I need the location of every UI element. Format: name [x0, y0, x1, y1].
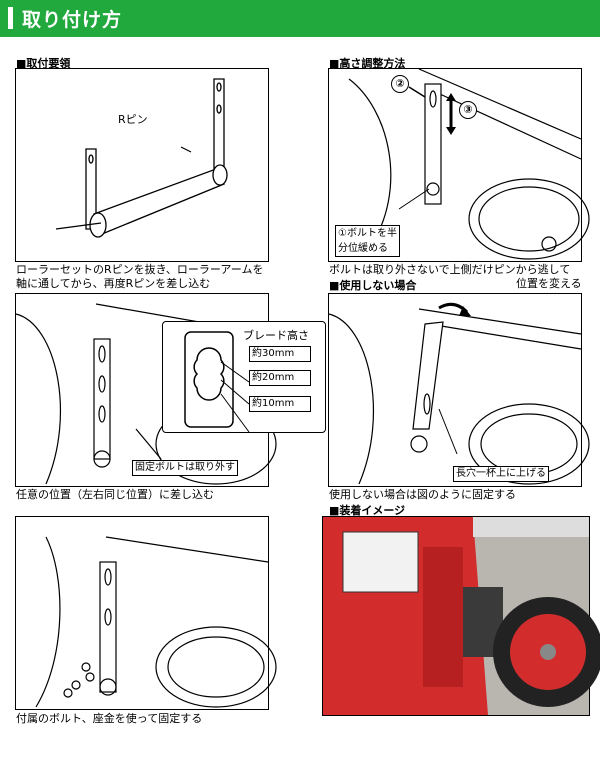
remove-bolt-callout: 固定ボルトは取り外す	[132, 460, 238, 476]
unused-caption: 使用しない場合は図のように固定する	[329, 488, 516, 501]
step-3-marker: ③	[459, 101, 477, 119]
height-caption-2: 位置を変える	[516, 277, 582, 290]
section-unused-heading: ■使用しない場合	[329, 279, 417, 292]
step-2-marker: ②	[391, 75, 409, 93]
section-mounting-heading: ■取付要領	[16, 57, 71, 70]
mounting-caption-1: ローラーセットのRピンを抜き、ローラーアームを	[16, 263, 264, 276]
height-20mm-label: 約20mm	[249, 370, 311, 386]
page-title: 取り付け方	[22, 9, 123, 31]
figure-mounting: Rピン	[15, 68, 269, 262]
header-accent	[8, 7, 13, 29]
section-image-heading: ■装着イメージ	[329, 504, 406, 517]
header-bar: 取り付け方	[0, 0, 600, 37]
position-caption: 任意の位置（左右同じ位置）に差し込む	[16, 488, 214, 501]
blade-height-inset: ブレード高さ 約30mm 約20mm 約10mm	[162, 321, 326, 433]
height-caption-1: ボルトは取り外さないで上側だけピンから逃して	[329, 263, 571, 276]
roller-arm-diagram	[55, 78, 228, 238]
figure-height-adjust: ② ③ ①ボルトを半 分位緩める	[328, 68, 590, 262]
loosen-bolt-line2: 分位緩める	[338, 243, 388, 254]
mounting-caption-2: 軸に通してから、再度Rピンを差し込む	[16, 277, 211, 290]
loosen-bolt-line1: ①ボルトを半	[338, 228, 397, 239]
loosen-bolt-callout: ①ボルトを半 分位緩める	[335, 225, 400, 257]
figure-fix	[15, 516, 277, 710]
height-30mm-label: 約30mm	[249, 346, 311, 362]
height-10mm-label: 約10mm	[249, 396, 311, 412]
blade-height-slot-diagram	[184, 331, 250, 433]
photo-illustration	[323, 517, 600, 715]
mounted-roller-photo	[322, 516, 600, 716]
raise-slot-callout: 長穴一杯上に上げる	[453, 466, 549, 482]
figure-position: ブレード高さ 約30mm 約20mm 約10mm 固定ボルトは取り外す	[15, 293, 326, 487]
fix-caption: 付属のボルト、座金を使って固定する	[16, 712, 203, 725]
blade-height-title: ブレード高さ	[243, 329, 309, 342]
fix-diagram	[35, 536, 277, 708]
r-pin-label: Rピン	[118, 113, 148, 126]
figure-unused: 長穴一杯上に上げる	[328, 293, 590, 487]
section-height-heading: ■高さ調整方法	[329, 57, 406, 70]
height-adjust-diagram	[348, 68, 590, 260]
unused-diagram	[328, 302, 590, 485]
